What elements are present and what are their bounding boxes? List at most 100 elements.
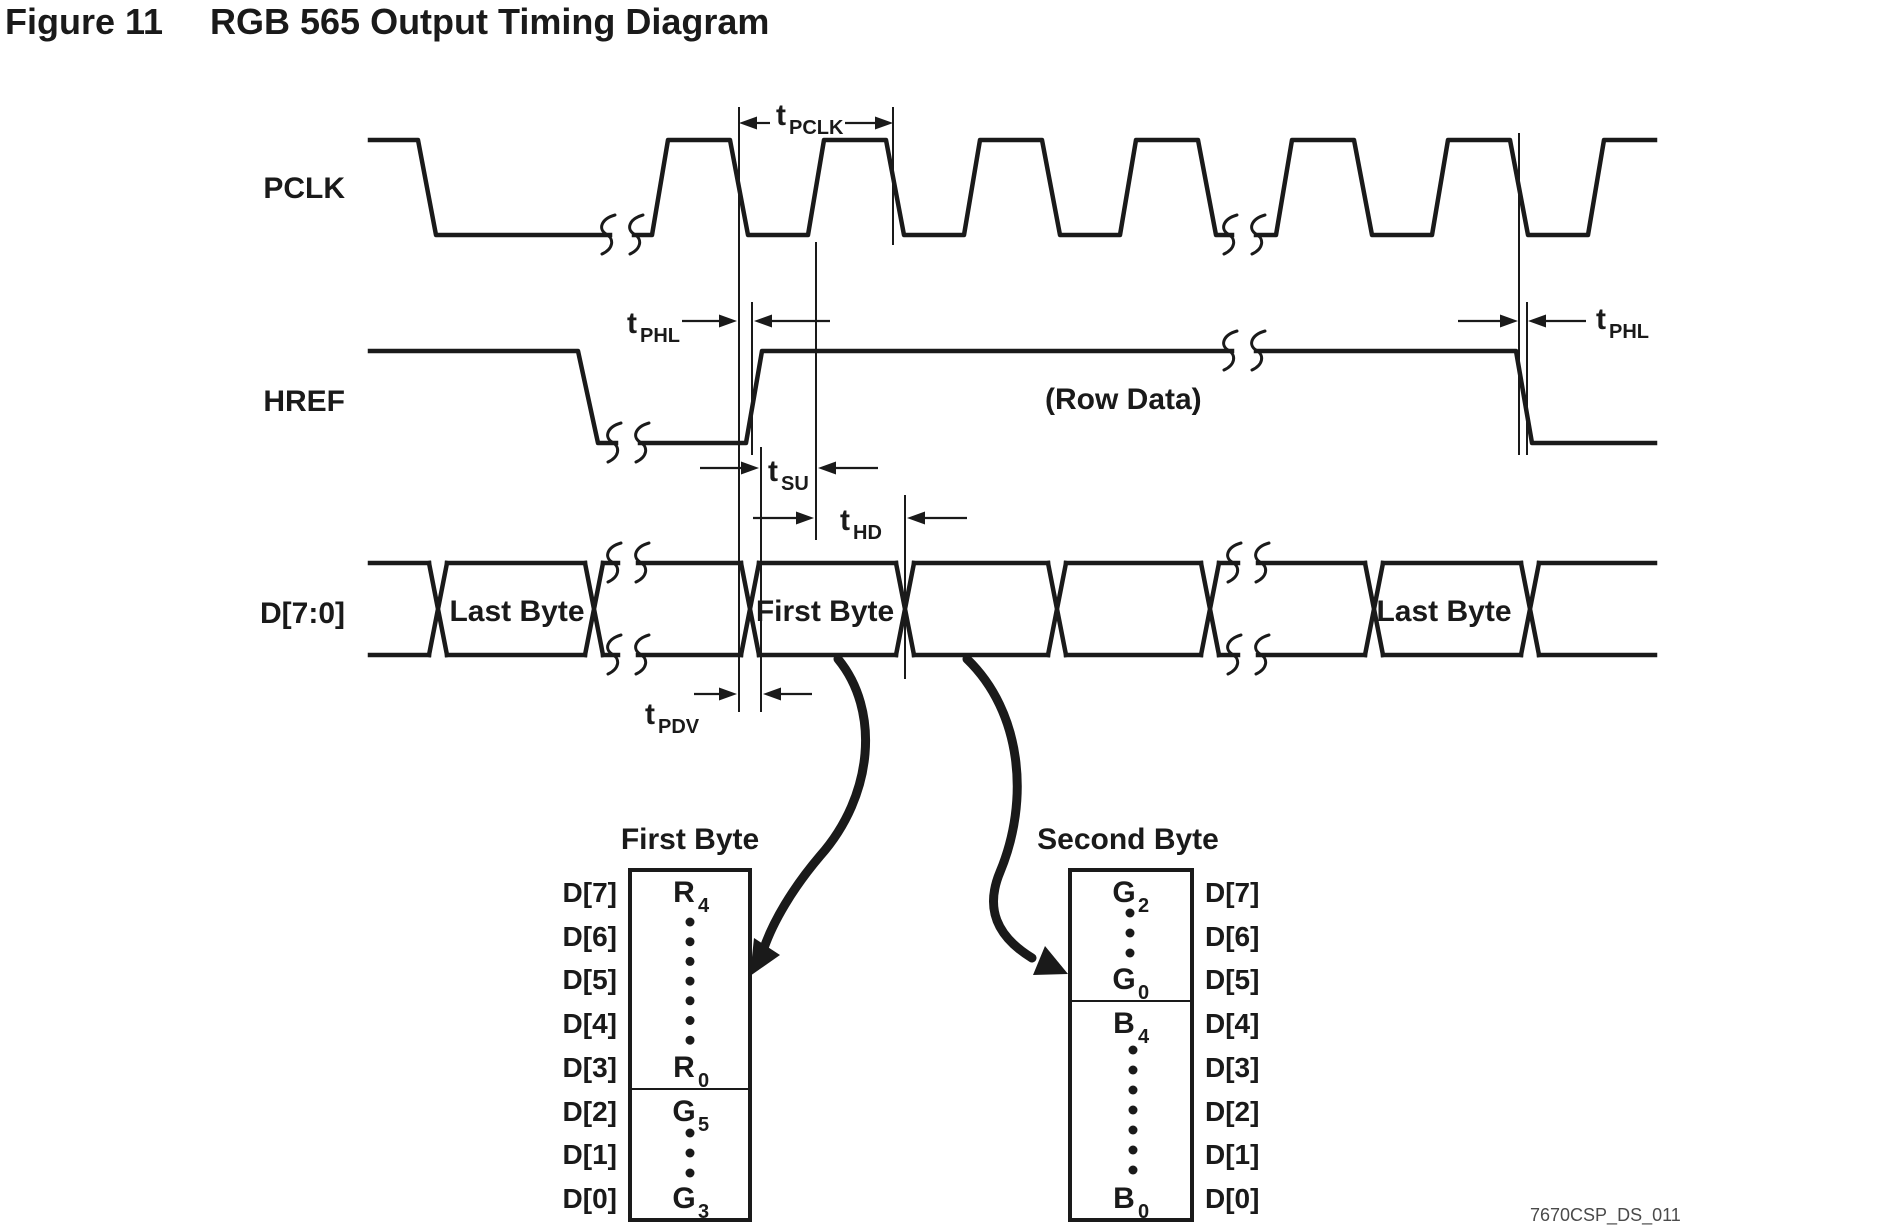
document-id: 7670CSP_DS_011 — [1530, 1205, 1681, 1226]
t-su-base: t — [768, 455, 778, 488]
arrow-down-left-icon — [750, 938, 780, 976]
arrow-left-icon — [1528, 314, 1546, 328]
bus-label-last-byte-left: Last Byte — [449, 595, 584, 628]
ellipsis-dot — [1128, 1085, 1138, 1095]
ellipsis-dot — [1125, 948, 1135, 958]
dim-t-pclk: t PCLK — [739, 99, 893, 139]
ellipsis-dot — [685, 1016, 695, 1025]
ellipsis-dot — [685, 917, 695, 927]
arrow-right-icon — [719, 687, 737, 701]
arrow-left-icon — [739, 116, 757, 130]
signal-label-pclk: PCLK — [263, 172, 345, 205]
ellipsis-dot — [1128, 1065, 1138, 1075]
bus-crossings — [426, 560, 1542, 658]
break-mark — [1254, 633, 1271, 676]
cell-value: G — [672, 1095, 695, 1128]
break-mark — [600, 213, 617, 256]
break-mark — [1222, 329, 1239, 372]
first-byte-table: First Byte D[7] D[6] D[5] D[4] D[3] D[2]… — [563, 823, 760, 1223]
cell-value-sub: 4 — [1138, 1026, 1150, 1048]
cell-value-sub: 0 — [1138, 982, 1149, 1004]
href-waveform: (Row Data) — [367, 329, 1658, 464]
bit-label: D[3] — [1205, 1052, 1259, 1083]
arrow-right-icon — [1500, 314, 1518, 328]
cell-value: B — [1113, 1182, 1135, 1215]
cell-value-sub: 0 — [698, 1070, 709, 1092]
t-pclk-sub: PCLK — [789, 117, 844, 139]
ellipsis-dot — [685, 1035, 695, 1045]
cell-value: B — [1113, 1007, 1135, 1040]
arrow-down-right-icon — [1033, 946, 1068, 975]
ellipsis-dot — [1128, 1125, 1138, 1135]
pclk-waveform — [367, 137, 1658, 256]
ellipsis-dot — [685, 996, 695, 1006]
t-hd-sub: HD — [853, 522, 882, 544]
measurement-lines — [738, 107, 1528, 712]
ellipsis-dot — [685, 1128, 695, 1138]
table-box — [628, 868, 752, 1222]
signal-label-data-bus: D[7:0] — [260, 597, 345, 630]
arrow-left-icon — [818, 461, 836, 475]
arrow-right-icon — [796, 511, 814, 525]
break-mark — [606, 541, 623, 584]
break-mark — [1222, 213, 1239, 256]
bit-label: D[7] — [1205, 877, 1259, 908]
bit-label: D[2] — [1205, 1096, 1259, 1127]
cell-value-sub: 0 — [1138, 1201, 1149, 1223]
bit-label: D[0] — [1205, 1183, 1259, 1214]
ellipsis-dot — [1128, 1145, 1138, 1155]
cell-value: G — [672, 1182, 695, 1215]
break-mark — [606, 633, 623, 676]
ellipsis-dot — [1125, 928, 1135, 938]
figure-number: Figure 11 — [5, 1, 163, 42]
bit-label: D[5] — [563, 964, 617, 995]
dim-t-phl-left: t PHL — [627, 307, 830, 347]
cell-value-sub: 4 — [698, 895, 710, 917]
arrow-left-icon — [907, 511, 925, 525]
ellipsis-dot — [1128, 1045, 1138, 1055]
href-trace — [367, 348, 1658, 446]
flow-arrow-first-byte — [759, 654, 871, 953]
break-mark — [1250, 329, 1267, 372]
break-mark — [634, 421, 651, 464]
ellipsis-dot — [1128, 1165, 1138, 1175]
ellipsis-dot — [685, 1168, 695, 1178]
t-phl-left-base: t — [627, 307, 637, 340]
table-box — [1068, 868, 1194, 1222]
arrow-left-icon — [754, 314, 772, 328]
cell-value: R — [673, 876, 695, 909]
cell-value: G — [1112, 876, 1135, 909]
cell-value-sub: 3 — [698, 1201, 709, 1223]
bit-label: D[1] — [1205, 1139, 1259, 1170]
break-mark — [606, 421, 623, 464]
arrow-right-icon — [741, 461, 759, 475]
ellipsis-dots — [685, 908, 1138, 1178]
ellipsis-dot — [1128, 1105, 1138, 1115]
t-pclk-base: t — [776, 99, 786, 132]
bus-label-last-byte-right: Last Byte — [1376, 595, 1511, 628]
pclk-trace — [367, 137, 1658, 238]
cell-value-sub: 5 — [698, 1114, 709, 1136]
figure-title: RGB 565 Output Timing Diagram — [210, 1, 769, 42]
cell-value: R — [673, 1051, 695, 1084]
t-phl-left-sub: PHL — [640, 325, 680, 347]
bit-label: D[4] — [1205, 1008, 1259, 1039]
arrow-left-icon — [763, 687, 781, 701]
arrow-right-icon — [875, 116, 893, 130]
t-phl-right-sub: PHL — [1609, 321, 1649, 343]
bit-label: D[0] — [563, 1183, 617, 1214]
t-hd-base: t — [840, 504, 850, 537]
second-byte-header: Second Byte — [1037, 823, 1219, 856]
bit-label: D[7] — [563, 877, 617, 908]
ellipsis-dot — [685, 976, 695, 986]
flow-arrow-second-byte — [962, 654, 1037, 963]
break-mark — [1226, 633, 1243, 676]
second-byte-table: Second Byte D[7] D[6] D[5] D[4] D[3] D[2… — [1037, 823, 1259, 1223]
break-mark — [1254, 541, 1271, 584]
ellipsis-dot — [685, 937, 695, 947]
t-pdv-sub: PDV — [658, 716, 700, 738]
break-mark — [1250, 213, 1267, 256]
byte-flow-arrows — [750, 654, 1068, 976]
